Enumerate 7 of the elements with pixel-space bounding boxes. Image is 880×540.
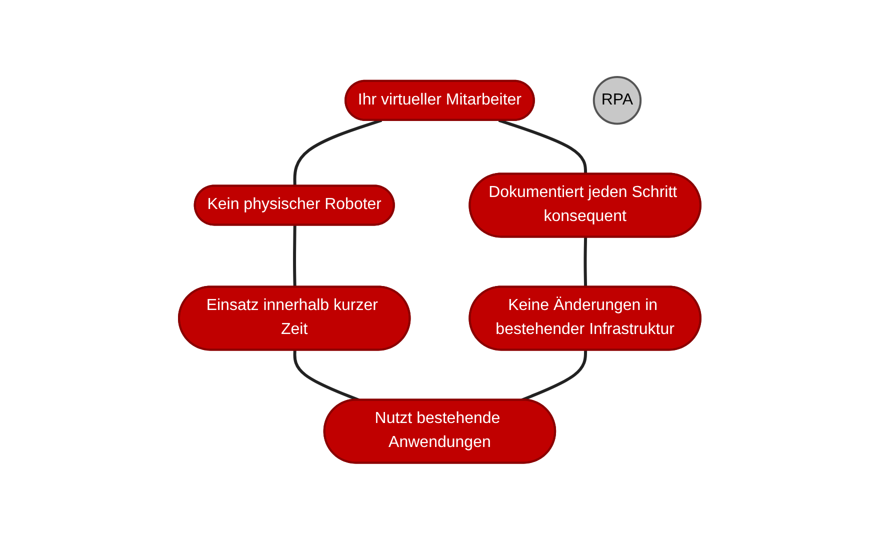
connector (498, 119, 588, 174)
connector (294, 119, 382, 186)
connector (293, 225, 297, 288)
connector (294, 350, 360, 402)
connector (520, 350, 588, 402)
connector (584, 237, 588, 288)
node-circle: RPA (593, 76, 642, 125)
